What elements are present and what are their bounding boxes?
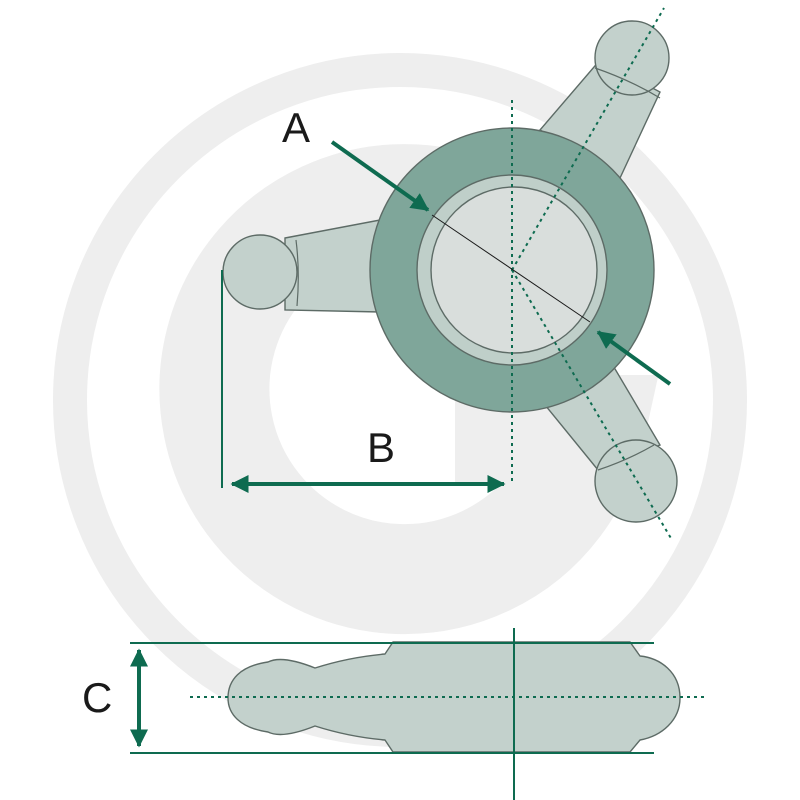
wing-arm-left (222, 219, 381, 313)
dimension-c-label: C (82, 674, 112, 721)
diameter-line-a (431, 214, 591, 323)
side-profile (227, 641, 681, 753)
dimension-b-label: B (367, 424, 395, 471)
diagonal-centerline-up (511, 7, 665, 271)
dimension-a-arrow-lower (596, 330, 672, 386)
wing-arm-top-right (538, 20, 670, 180)
dimension-a-arrow-upper (330, 140, 430, 212)
wing-nut-top-view: A B (221, 7, 678, 541)
wing-nut-side-view: C (82, 628, 705, 800)
dimension-a-label: A (282, 104, 310, 151)
diagonal-centerline-down (511, 269, 673, 541)
